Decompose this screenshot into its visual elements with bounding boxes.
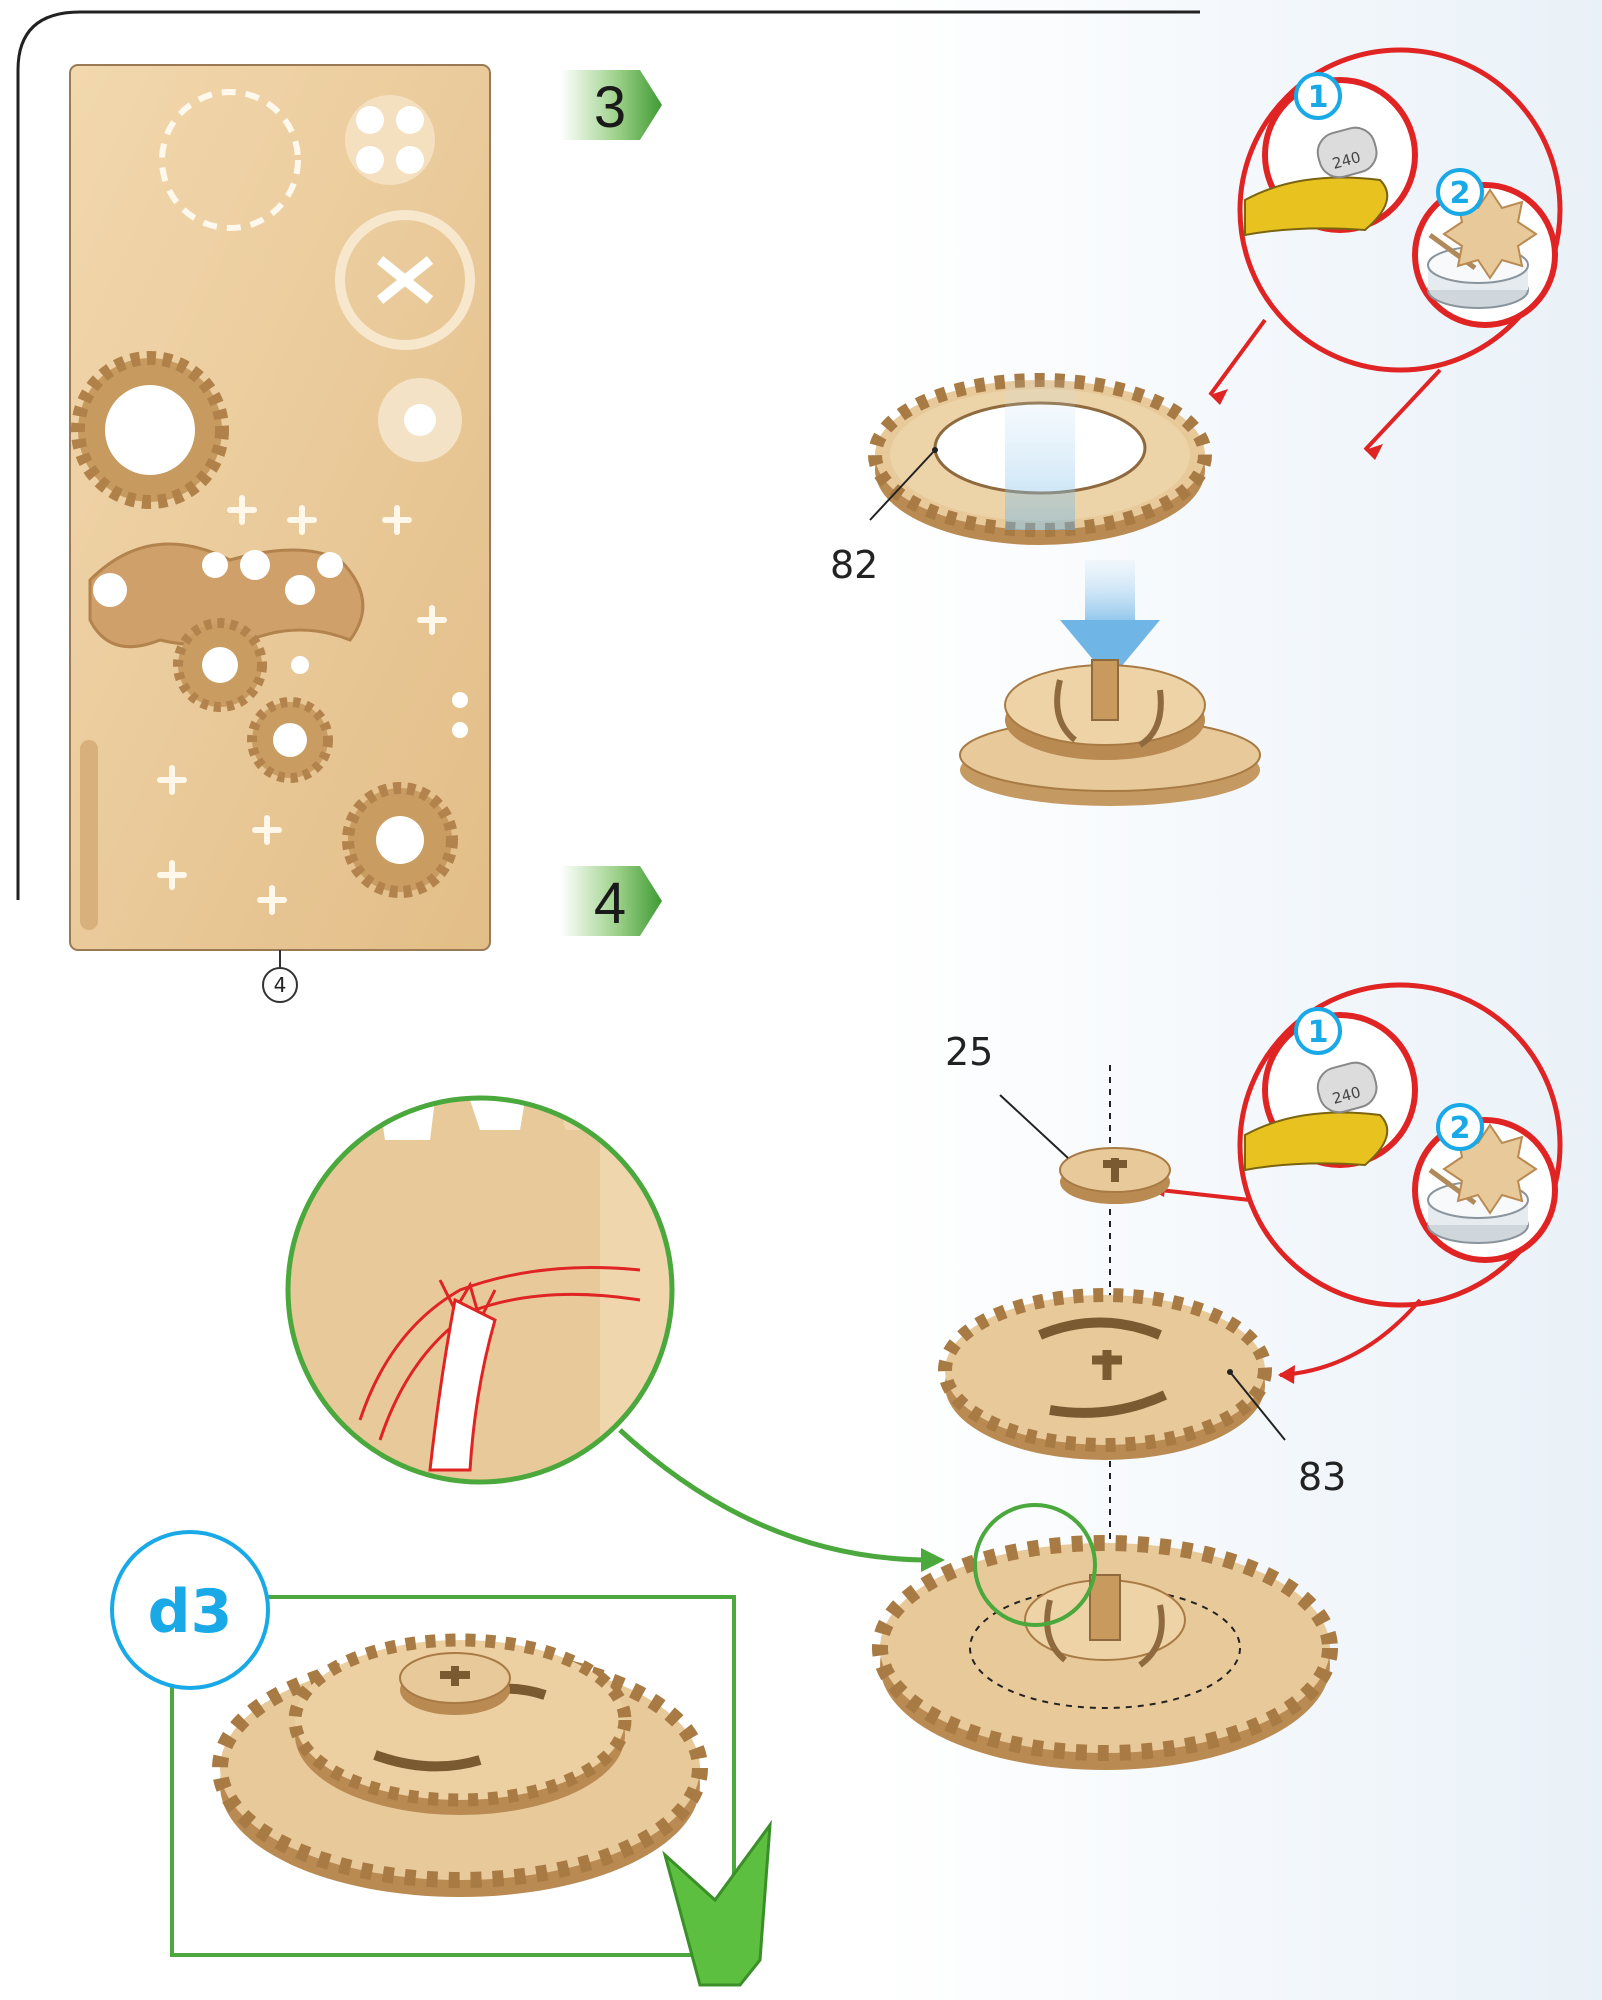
wood-sheet xyxy=(70,65,490,950)
tip-badge-2: 2 xyxy=(1450,176,1471,211)
check-label: d3 xyxy=(148,1577,233,1647)
sheet-number: 4 xyxy=(263,950,297,1002)
step-3-number: 3 xyxy=(594,75,626,140)
base-assembly xyxy=(960,660,1260,806)
part-83-label: 83 xyxy=(1298,1455,1346,1499)
base-gear-assembly xyxy=(880,1505,1330,1770)
sheet-label: 4 xyxy=(274,973,287,997)
tip-badge-1: 1 xyxy=(1308,80,1329,115)
result-check-panel: d3 xyxy=(112,1532,770,1985)
tip-badge-2: 2 xyxy=(1450,1111,1471,1146)
step-4-marker: 4 xyxy=(560,866,662,936)
tips-bubble-step3: 240 1 2 xyxy=(1210,50,1560,460)
tip-badge-1: 1 xyxy=(1308,1015,1329,1050)
step-4-number: 4 xyxy=(594,871,626,936)
step-3-marker: 3 xyxy=(560,70,662,140)
part-25-callout: 25 xyxy=(945,1030,1068,1158)
part-25-washer xyxy=(1060,1148,1170,1204)
assembled-gears-image xyxy=(220,1640,700,1897)
part-25-label: 25 xyxy=(945,1030,993,1074)
check-mark-icon xyxy=(665,1825,770,1985)
part-82-label: 82 xyxy=(830,543,878,587)
gear-part-83 xyxy=(945,1295,1265,1460)
zoom-detail xyxy=(260,1060,945,1572)
